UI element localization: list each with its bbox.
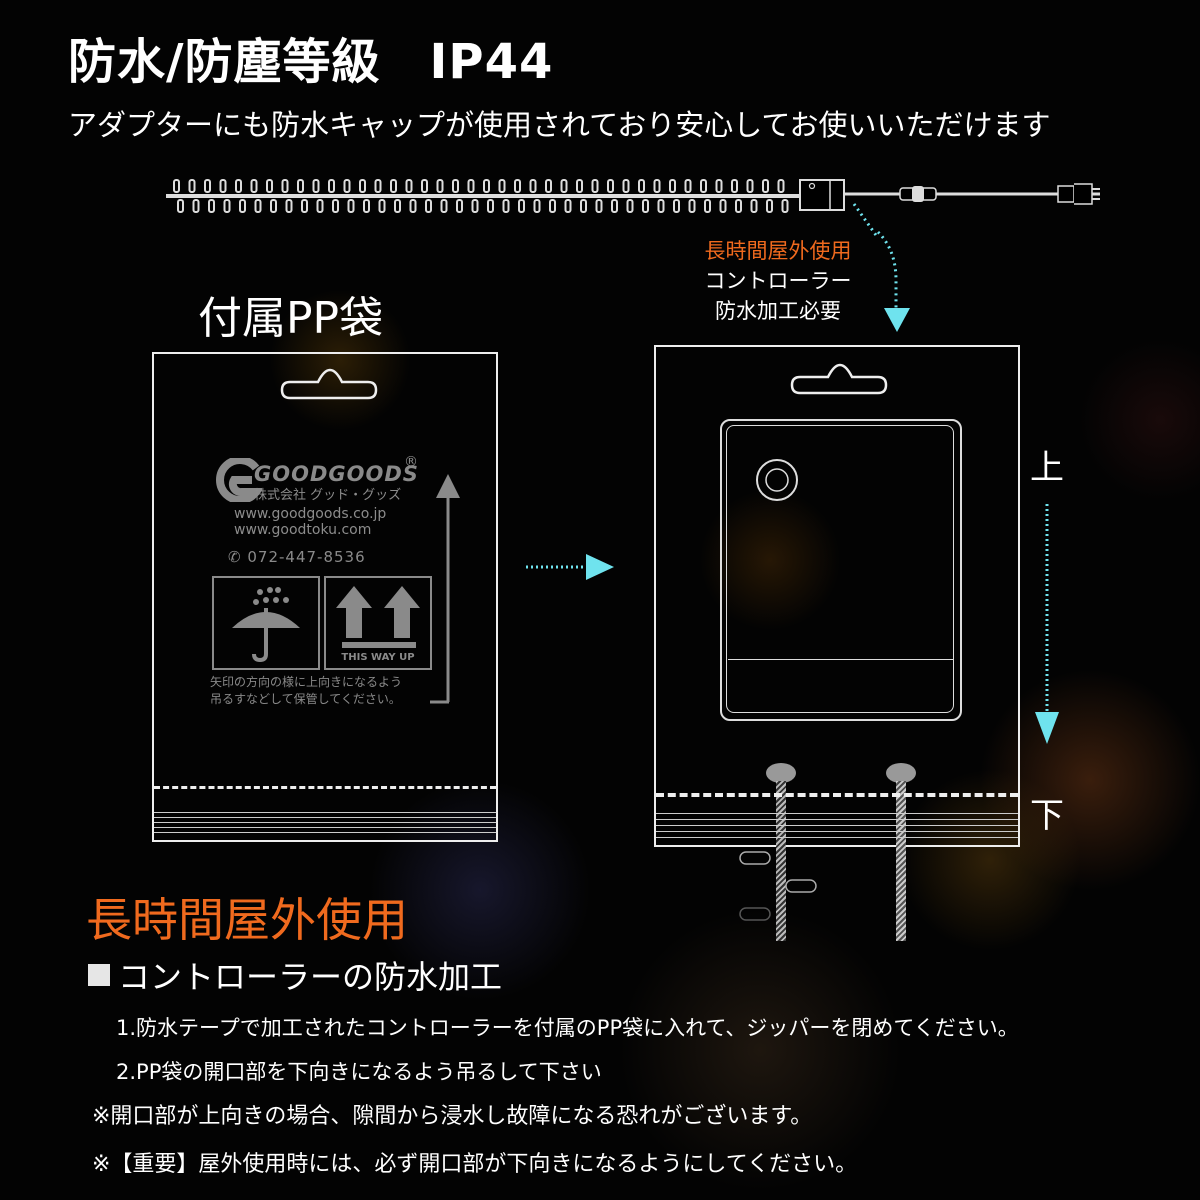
tall-up-arrow-icon (430, 474, 460, 704)
page-title: 防水/防塵等級 IP44 (68, 34, 554, 90)
brand-name: GOODGOODS (254, 462, 419, 486)
square-bullet-icon (88, 964, 110, 986)
bag-seal-lines (656, 813, 1018, 843)
storage-caption: 矢印の方向の様に上向きになるよう 吊るすなどして保管してください。 (210, 675, 403, 706)
cable-left (776, 781, 786, 941)
registered-mark: ® (404, 454, 418, 470)
umbrella-icon (232, 587, 300, 663)
up-label: 上 (1030, 448, 1064, 488)
up-arrows-icon (336, 586, 420, 648)
plug-icon (1057, 185, 1075, 203)
company-name: 株式会社 グッド・グッズ (254, 488, 402, 503)
vertical-down-arrow-icon (1035, 504, 1059, 744)
instruction-step-1: 1.防水テープで加工されたコントローラーを付属のPP袋に入れて、ジッパーを閉めて… (116, 1016, 1019, 1040)
pp-bag-right (654, 345, 1020, 941)
down-arrow-icon (876, 230, 910, 332)
string-light-illustration (166, 179, 1100, 239)
zipper-line (154, 786, 496, 789)
controller-button-icon (756, 459, 798, 501)
goodgoods-logo-icon (216, 458, 262, 502)
zipper-line (656, 793, 1018, 797)
hang-hole-icon (280, 368, 378, 400)
led-bulbs-icon (173, 179, 789, 213)
page-subtitle: アダプターにも防水キャップが使用されており安心してお使いいただけます (68, 108, 1051, 142)
phone-icon: ✆ (228, 548, 242, 566)
phone-number: ✆ 072-447-8536 (228, 548, 366, 566)
warning-note-1: ※開口部が上向きの場合、隙間から浸水し故障になる恐れがございます。 (92, 1104, 813, 1129)
instructions-subheading: コントローラーの防水加工 (88, 952, 502, 998)
callout-line-3: 防水加工必要 (715, 299, 841, 323)
warning-note-2: ※【重要】屋外使用時には、必ず開口部が下向きになるようにしてください。 (92, 1152, 858, 1177)
pp-bag-left: GOODGOODS ® 株式会社 グッド・グッズ www.goodgoods.c… (152, 352, 498, 842)
url-goodgoods: www.goodgoods.co.jp (234, 506, 387, 522)
keep-dry-symbol (212, 576, 320, 670)
instruction-step-2: 2.PP袋の開口部を下向きになるよう吊るして下さい (116, 1060, 602, 1084)
outdoor-use-callout: 長時間屋外使用 コントローラー 防水加工必要 (668, 236, 888, 326)
bag-seal-lines (154, 812, 496, 836)
this-way-up-text: THIS WAY UP (341, 652, 415, 663)
controller-icon (799, 179, 845, 211)
this-way-up-symbol: THIS WAY UP (324, 576, 432, 670)
cable-grommet-right (886, 763, 916, 783)
instructions-heading: 長時間屋外使用 (86, 893, 408, 947)
cable-grommet-left (766, 763, 796, 783)
url-goodtoku: www.goodtoku.com (234, 522, 372, 538)
callout-line-2: コントローラー (704, 269, 852, 293)
hang-hole-icon (790, 363, 888, 395)
included-pp-bag-label: 付属PP袋 (198, 293, 384, 344)
callout-line-1: 長時間屋外使用 (704, 239, 852, 263)
right-arrow-icon (526, 554, 614, 580)
cable-right (896, 781, 906, 941)
led-bulbs-hanging-icon (739, 851, 817, 921)
down-label: 下 (1030, 796, 1064, 836)
controller-in-bag (720, 419, 962, 721)
